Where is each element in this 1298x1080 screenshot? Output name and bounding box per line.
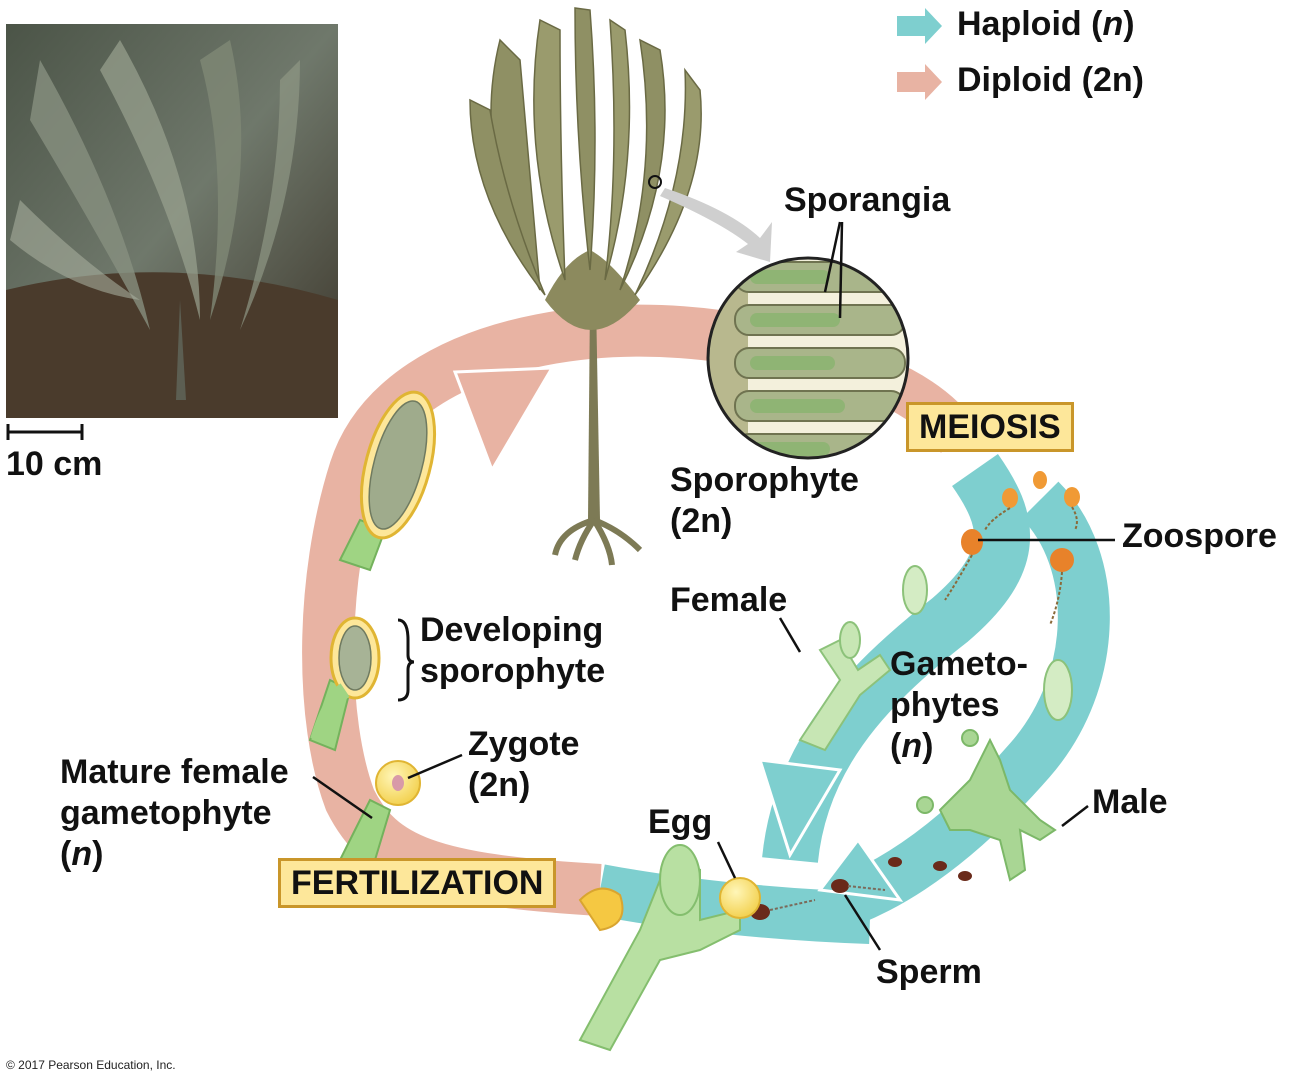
sporangia-magnified-view (706, 256, 910, 460)
copyright: © 2017 Pearson Education, Inc. (6, 1058, 176, 1072)
haploid-legend-label: Haploid (n) (957, 5, 1135, 43)
male-gametophyte (916, 729, 1057, 882)
female-label: Female (670, 581, 788, 619)
sporophyte-label: Sporophyte (2n) (670, 461, 859, 540)
zoospores (944, 471, 1080, 626)
fertilization-box: FERTILIZATION (278, 858, 557, 908)
male-label: Male (1092, 783, 1168, 821)
diploid-legend-arrow (897, 64, 942, 100)
developing-sporophyte-label: Developing sporophyte (420, 611, 606, 690)
meiosis-box: MEIOSIS (906, 402, 1074, 452)
developing-sporophyte-large (338, 390, 436, 572)
sporophyte-plant (469, 7, 702, 566)
egg-on-gametophyte (578, 844, 761, 1052)
zoospore-label: Zoospore (1122, 517, 1277, 555)
sperm-cells (750, 857, 972, 920)
egg-label: Egg (648, 803, 713, 841)
mature-female-gametophyte-stalk (310, 683, 350, 743)
sperm-label: Sperm (876, 953, 982, 991)
kelp-photograph (6, 24, 338, 418)
diploid-legend-label: Diploid (2n) (957, 61, 1144, 99)
scale-bar-label: 10 cm (6, 445, 103, 483)
mature-female-gametophyte-label: Mature female gametophyte (n) (60, 753, 289, 873)
gametophytes-label: Gameto- phytes (n) (890, 645, 1028, 765)
female-gametophyte (798, 565, 1073, 752)
haploid-legend-arrow (897, 8, 942, 44)
zygote-label: Zygote (2n) (468, 725, 580, 804)
developing-sporophyte-bracket (397, 618, 415, 702)
zoom-arrow (660, 188, 772, 262)
sporangia-label: Sporangia (784, 181, 951, 219)
